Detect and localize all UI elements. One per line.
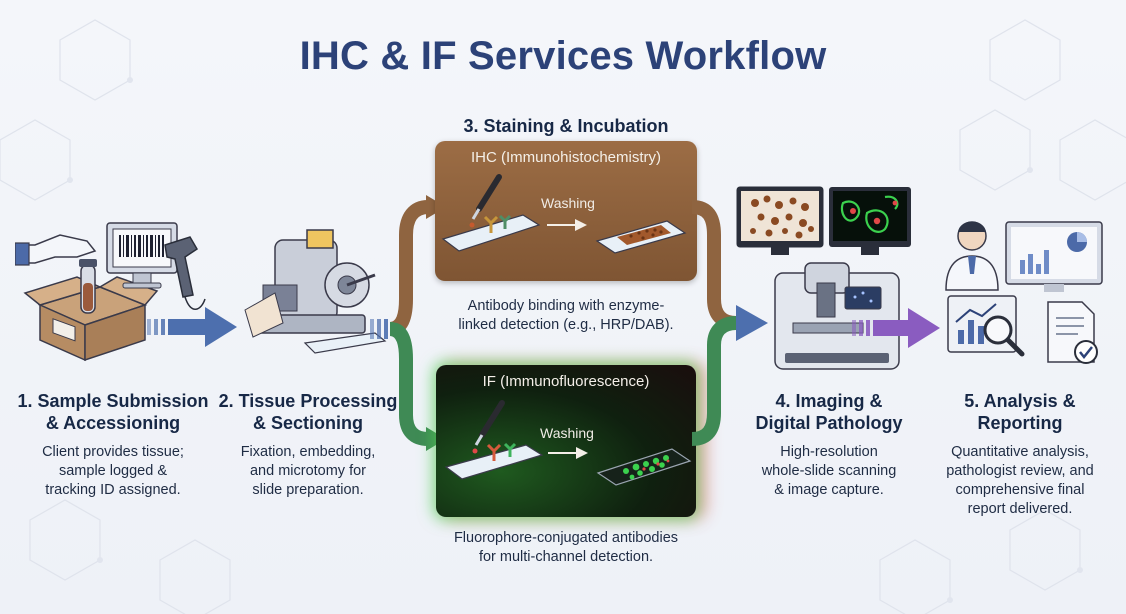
branch-arrows-merge bbox=[692, 200, 768, 446]
if-staining-illustration bbox=[444, 400, 692, 486]
page-title: IHC & IF Services Workflow bbox=[299, 34, 827, 78]
flow-arrow-1 bbox=[147, 307, 237, 347]
dropper-icon bbox=[472, 400, 505, 454]
if-panel-title: IF (Immunofluorescence) bbox=[482, 373, 650, 390]
glass-slide-icon bbox=[303, 332, 387, 354]
flow-arrow-4 bbox=[852, 308, 940, 348]
step5-illustration bbox=[945, 221, 1103, 364]
step4-title: 4. Imaging & Digital Pathology bbox=[755, 391, 903, 433]
if-washing-label: Washing bbox=[540, 425, 594, 441]
fluorescent-slide-icon bbox=[596, 448, 692, 486]
if-panel: IF (Immunofluorescence) Washing bbox=[436, 365, 696, 517]
ihc-washing-label: Washing bbox=[541, 195, 595, 211]
ihc-panel: IHC (Immunohistochemistry) Washing bbox=[435, 141, 697, 281]
step2-description: Fixation, embedding, and microtomy for s… bbox=[240, 444, 376, 498]
antibody-icon bbox=[483, 214, 512, 233]
magnifier-chart-icon bbox=[947, 295, 1025, 357]
monitor-ihc-image-icon bbox=[736, 186, 824, 255]
analytics-monitor-icon bbox=[1005, 221, 1103, 292]
ihc-panel-title: IHC (Immunohistochemistry) bbox=[470, 149, 662, 166]
barcode-scanner-icon bbox=[164, 236, 206, 310]
step1-description: Client provides tissue; sample logged & … bbox=[42, 444, 184, 498]
hand-icon bbox=[15, 234, 97, 266]
if-description: Fluorophore-conjugated antibodies for mu… bbox=[453, 530, 679, 565]
antibody-icon bbox=[486, 442, 517, 461]
step2-title: 2. Tissue Processing & Sectioning bbox=[218, 391, 398, 433]
microtome-icon bbox=[244, 229, 387, 354]
step5-description: Quantitative analysis, pathologist revie… bbox=[946, 444, 1094, 517]
microscope-slide-scanner-icon bbox=[774, 262, 900, 370]
glass-slide-icon bbox=[444, 444, 544, 480]
specimen-tube-icon bbox=[79, 259, 97, 314]
step5-title: 5. Analysis & Reporting bbox=[964, 391, 1076, 433]
monitor-if-image-icon bbox=[829, 187, 911, 255]
step1-illustration bbox=[15, 222, 206, 362]
dropper-icon bbox=[469, 174, 502, 228]
ihc-staining-illustration bbox=[441, 174, 687, 254]
step1-title: 1. Sample Submission & Accessioning bbox=[17, 391, 209, 433]
pathologist-icon bbox=[945, 221, 999, 291]
barcode-monitor-icon bbox=[106, 222, 178, 289]
checkmark-icon bbox=[1074, 340, 1098, 364]
ihc-description: Antibody binding with enzyme- linked det… bbox=[458, 298, 674, 333]
step3-title: 3. Staining & Incubation bbox=[463, 116, 669, 136]
step4-description: High-resolution whole-slide scanning & i… bbox=[761, 444, 897, 498]
step4-illustration bbox=[736, 186, 911, 370]
